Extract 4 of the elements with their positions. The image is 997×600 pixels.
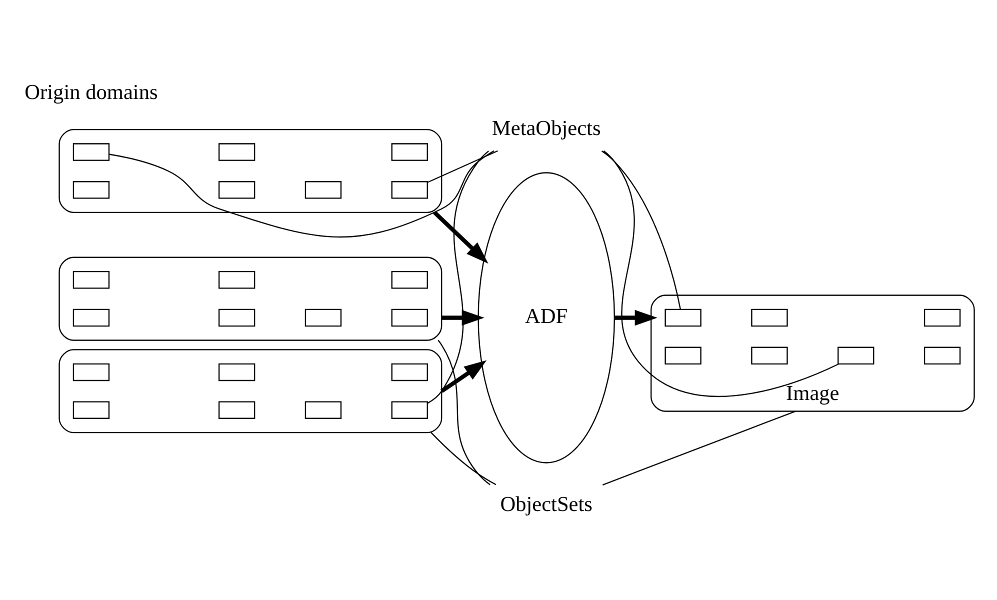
node-text: ObjectSets: [500, 492, 592, 516]
label: Origin domains: [24, 80, 158, 104]
node-text: MetaObjects: [491, 116, 600, 140]
node-label: Image: [786, 380, 839, 405]
